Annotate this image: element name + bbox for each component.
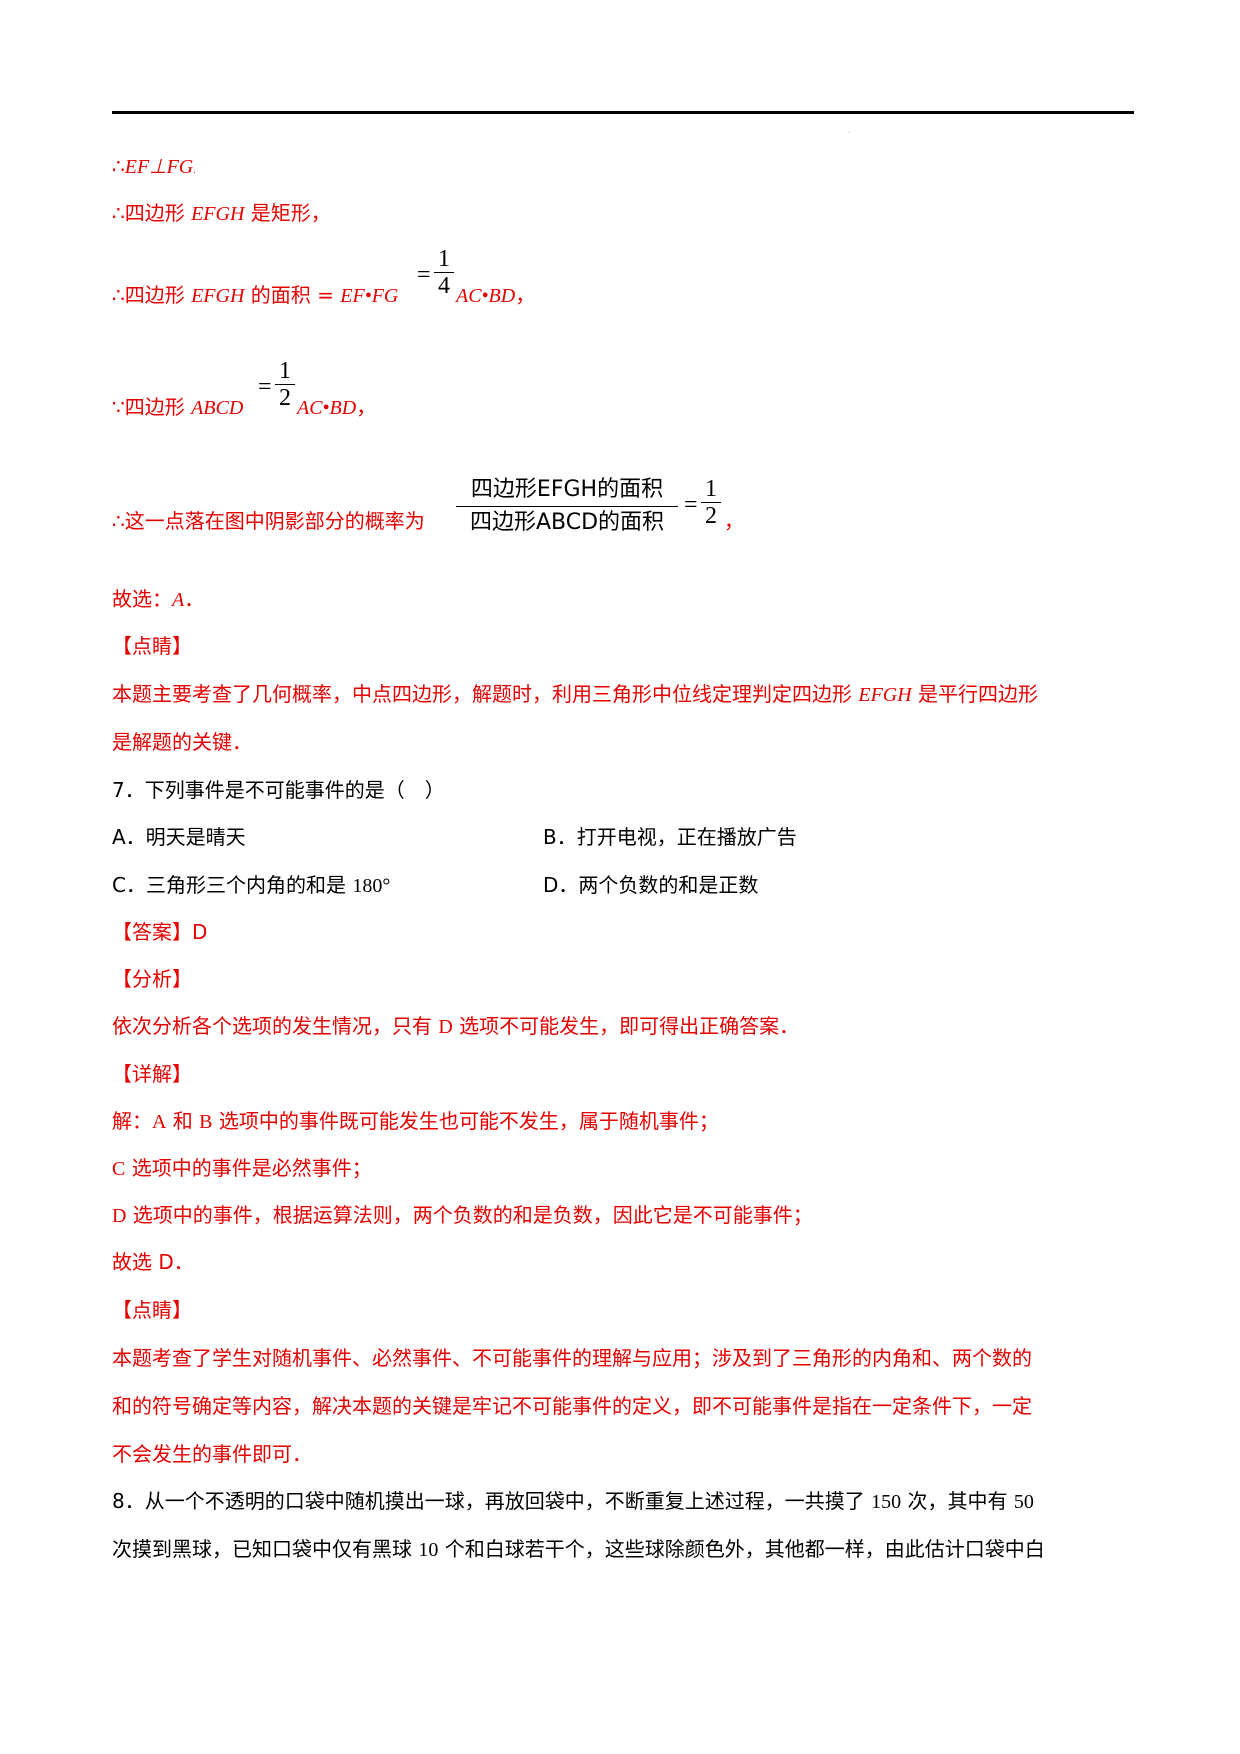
q7-point-line1: 本题考查了学生对随机事件、必然事件、不可能事件的理解与应用；涉及到了三角形的内角… <box>112 1346 1032 1370</box>
text: 是平行四边形 <box>911 682 1039 706</box>
line-abcd-area: ∵四边形 ABCD <box>112 393 243 422</box>
text: 选项不可能发生，即可得出正确答案． <box>452 1014 800 1038</box>
text: C．三角形三个内角的和是 <box>112 873 353 897</box>
text: 选项中的事件，根据运算法则，两个负数的和是负数，因此它是不可能事件； <box>126 1203 813 1227</box>
prefix: ∴四边形 <box>112 201 192 225</box>
q7-detail-line3: D 选项中的事件，根据运算法则，两个负数的和是负数，因此它是不可能事件； <box>112 1201 813 1230</box>
comma: ， <box>724 509 744 533</box>
fraction-bar <box>275 384 295 385</box>
text: 选项中的事件既可能发生也可能不发生，属于随机事件； <box>212 1109 719 1133</box>
expr: EF•FG <box>340 285 399 307</box>
q7-detail-line1: 解：A 和 B 选项中的事件既可能发生也可能不发生，属于随机事件； <box>112 1107 719 1136</box>
q7-detail-label: 【详解】 <box>112 1062 192 1086</box>
ratio-denominator: 四边形ABCD的面积 <box>456 506 678 539</box>
number: 180° <box>352 875 391 897</box>
numerator: 1 <box>438 246 450 272</box>
ratio-numerator: 四边形EFGH的面积 <box>470 477 664 502</box>
letter: C <box>112 1158 126 1180</box>
letter: A <box>152 1111 167 1133</box>
q7-answer: 【答案】D <box>112 918 207 946</box>
text: 选项中的事件是必然事件； <box>125 1156 372 1180</box>
fraction-one-half: 1 2 <box>275 358 295 411</box>
fraction-one-half-result: 1 2 <box>701 476 721 529</box>
text: 本题主要考查了几何概率，中点四边形，解题时，利用三角形中位线定理判定四边形 <box>112 682 859 706</box>
prefix: ∵四边形 <box>112 395 192 419</box>
text: 和 <box>166 1109 200 1133</box>
comma: ， <box>515 283 536 307</box>
point-text-6-line1: 本题主要考查了几何概率，中点四边形，解题时，利用三角形中位线定理判定四边形 EF… <box>112 680 1038 709</box>
point-text-6-line2: 是解题的关键． <box>112 730 252 754</box>
line-choose-a: 故选：A． <box>112 585 204 614</box>
fraction-one-quarter: 1 4 <box>434 246 454 299</box>
number: 50 <box>1013 1491 1034 1513</box>
numerator: 1 <box>705 476 717 502</box>
point-label-6: 【点睛】 <box>112 634 192 658</box>
line-efgh-area-tail: AC•BD， <box>456 281 535 310</box>
numerator: 1 <box>279 358 291 384</box>
text: 次摸到黑球，已知口袋中仅有黑球 <box>112 1537 419 1561</box>
q7-analysis-text: 依次分析各个选项的发生情况，只有 D 选项不可能发生，即可得出正确答案． <box>112 1012 799 1041</box>
q7-option-d: D．两个负数的和是正数 <box>543 873 759 897</box>
number: 150 <box>871 1491 902 1513</box>
q7-analysis-label: 【分析】 <box>112 967 192 991</box>
equals-sign: = <box>258 374 272 400</box>
q7-detail-line4: 故选 D． <box>112 1250 194 1274</box>
answer-letter: A <box>172 589 185 611</box>
expr-ef-perp-fg: EF⊥FG <box>124 156 194 178</box>
denominator: 4 <box>438 273 450 299</box>
quad-name: EFGH <box>858 684 912 706</box>
letter: B <box>199 1111 213 1133</box>
fraction-bar <box>701 502 721 503</box>
quad-name: ABCD <box>191 397 244 419</box>
text: 个和白球若干个，这些球除颜色外，其他都一样，由此估计口袋中白 <box>438 1537 1045 1561</box>
corner-mark: . <box>848 128 850 135</box>
prefix: 故选： <box>112 587 172 611</box>
q7-detail-line2: C 选项中的事件是必然事件； <box>112 1154 372 1183</box>
denominator: 2 <box>279 385 291 411</box>
line-efgh-area: ∴四边形 EFGH 的面积 = EF•FG <box>112 281 398 310</box>
line-abcd-area-tail: AC•BD， <box>297 393 376 422</box>
q7-option-a: A．明天是晴天 <box>112 825 246 849</box>
quad-name: EFGH <box>191 203 245 225</box>
q7-point-label: 【点睛】 <box>112 1298 192 1322</box>
quad-name: EFGH <box>191 285 245 307</box>
answer-label: 【答案】 <box>112 920 192 944</box>
header-rule <box>112 111 1134 114</box>
letter: D <box>438 1016 453 1038</box>
denominator: 2 <box>705 503 717 529</box>
tail-expr: AC•BD <box>297 397 357 419</box>
q7-option-c: C．三角形三个内角的和是 180° <box>112 871 390 900</box>
area-ratio-fraction: 四边形EFGH的面积 四边形ABCD的面积 <box>456 474 678 539</box>
text: 依次分析各个选项的发生情况，只有 <box>112 1014 439 1038</box>
period: ． <box>184 587 205 611</box>
line-ef-perp-fg: ∴EF⊥FG. <box>112 152 196 185</box>
equals-sign: = <box>417 262 431 288</box>
q8-line2: 次摸到黑球，已知口袋中仅有黑球 10 个和白球若干个，这些球除颜色外，其他都一样… <box>112 1535 1045 1564</box>
line-rectangle: ∴四边形 EFGH 是矩形， <box>112 199 331 228</box>
q7-point-line3: 不会发生的事件即可． <box>112 1442 312 1466</box>
q8-line1: 8．从一个不透明的口袋中随机摸出一球，再放回袋中，不断重复上述过程，一共摸了 1… <box>112 1487 1034 1516</box>
prefix: ∴四边形 <box>112 283 192 307</box>
comma: ， <box>356 395 377 419</box>
text: 8．从一个不透明的口袋中随机摸出一球，再放回袋中，不断重复上述过程，一共摸了 <box>112 1489 872 1513</box>
tail-expr: AC•BD <box>456 285 516 307</box>
equals-sign: = <box>684 492 698 518</box>
comma-after-fraction: ， <box>724 507 744 535</box>
fraction-bar <box>434 272 454 273</box>
dot: . <box>193 166 196 175</box>
q7-option-b: B．打开电视，正在播放广告 <box>543 825 797 849</box>
letter: D <box>112 1205 127 1227</box>
line-probability: ∴这一点落在图中阴影部分的概率为 <box>112 507 425 535</box>
answer-letter: D <box>192 920 208 944</box>
q7-stem: 7．下列事件是不可能事件的是（ ） <box>112 778 445 802</box>
prefix: ∴这一点落在图中阴影部分的概率为 <box>112 509 425 533</box>
mid: 的面积 = <box>244 283 341 307</box>
q7-point-line2: 和的符号确定等内容，解决本题的关键是牢记不可能事件的定义，即不可能事件是指在一定… <box>112 1394 1032 1418</box>
suffix: 是矩形， <box>244 201 331 225</box>
text: 次，其中有 <box>901 1489 1014 1513</box>
therefore-symbol: ∴ <box>112 154 125 178</box>
text: 解： <box>112 1109 152 1133</box>
number: 10 <box>418 1539 439 1561</box>
